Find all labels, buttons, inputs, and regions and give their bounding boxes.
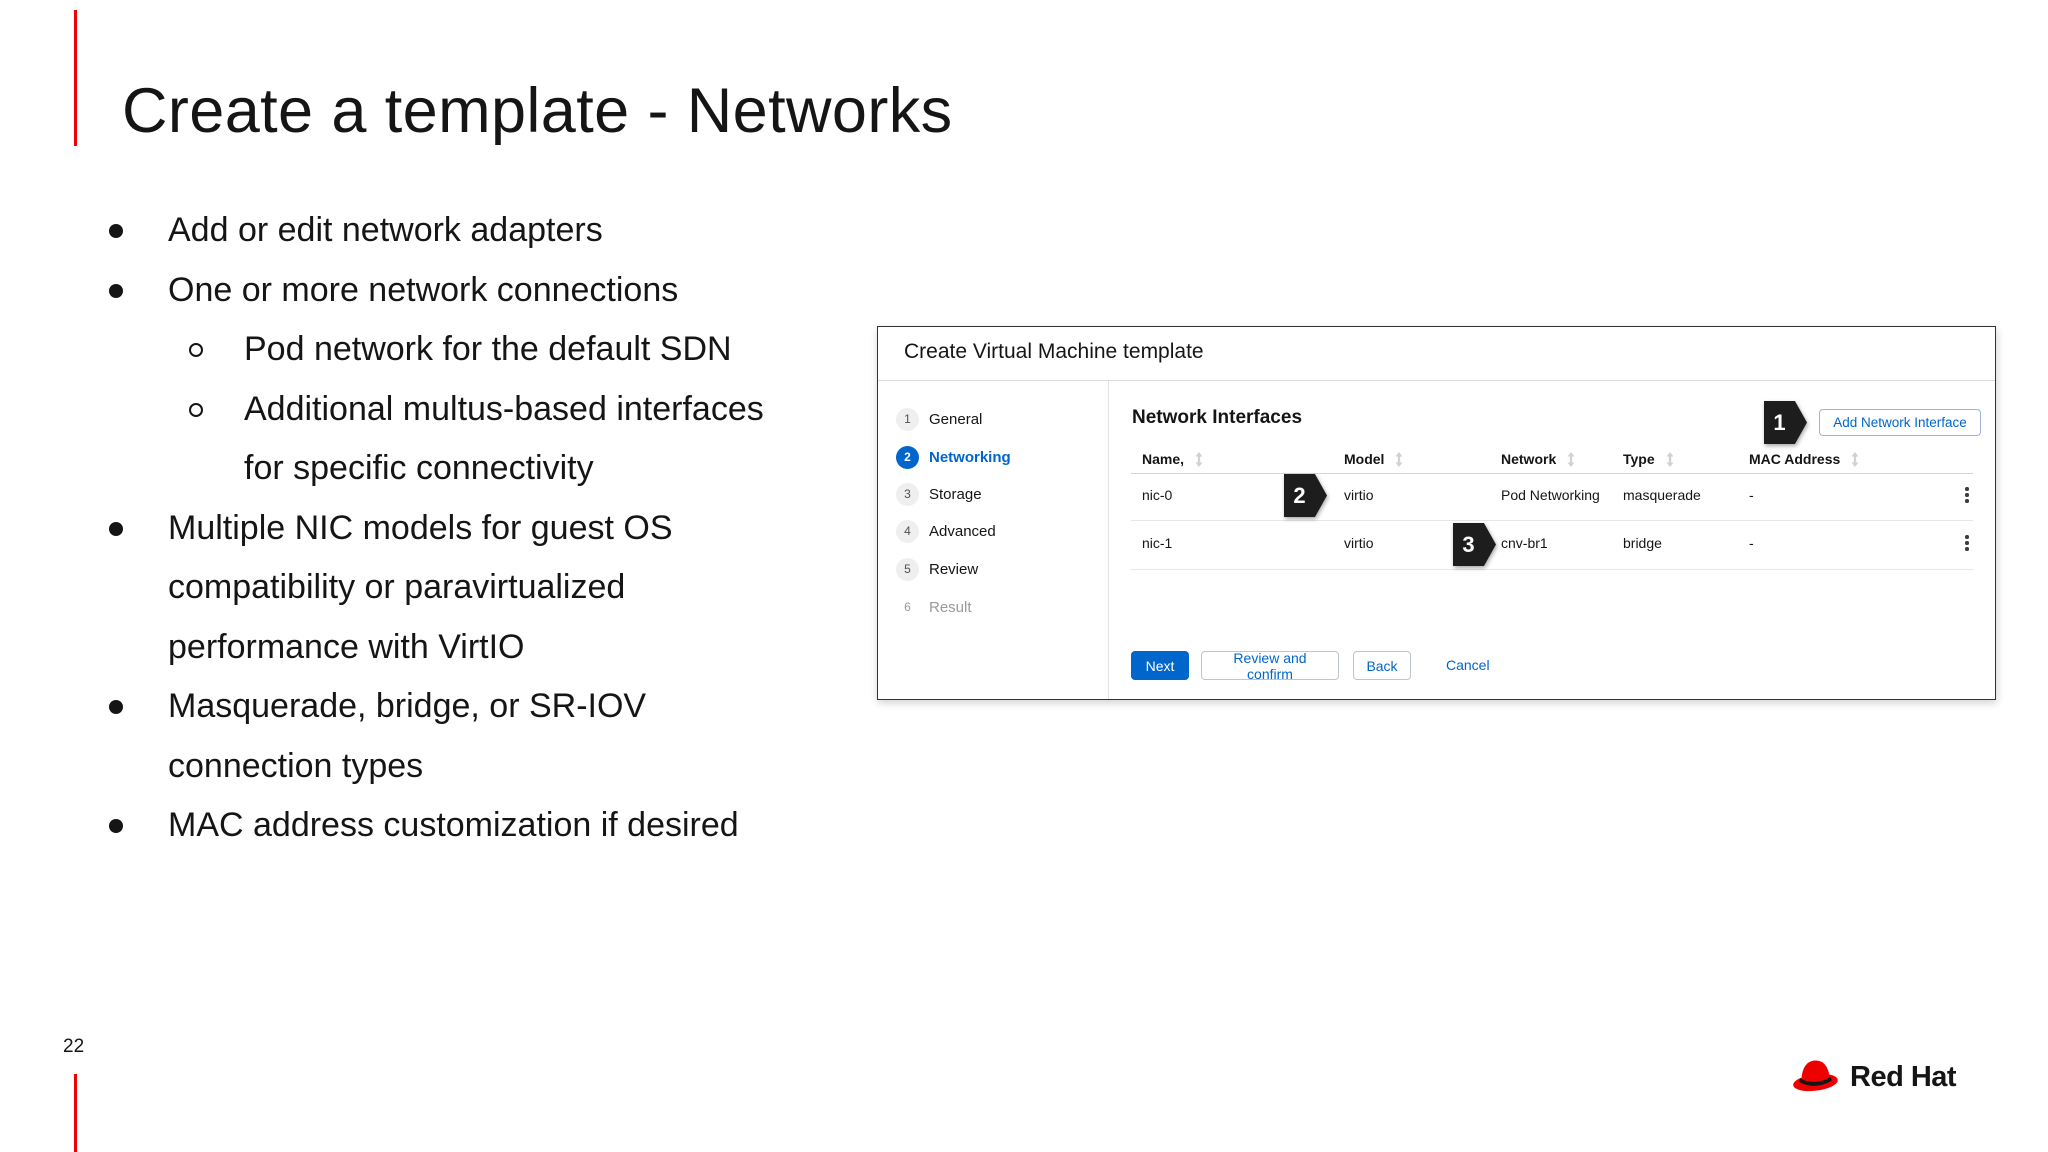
cell-name: nic-0 xyxy=(1142,487,1173,503)
dialog-title: Create Virtual Machine template xyxy=(904,340,1204,363)
step-label: General xyxy=(929,410,983,428)
step-number: 4 xyxy=(896,519,919,543)
callout-badge-2: 2 xyxy=(1284,474,1327,517)
wizard-step-networking[interactable]: 2 Networking xyxy=(896,445,1011,469)
callout-badge-1: 1 xyxy=(1764,401,1807,444)
review-and-confirm-button[interactable]: Review and confirm xyxy=(1201,650,1339,682)
bullet-marker-icon xyxy=(109,700,123,714)
sub-bullet-item: Pod network for the default SDN xyxy=(108,320,908,380)
slide-title: Create a template - Networks xyxy=(122,76,953,147)
column-header-model[interactable]: Model xyxy=(1344,451,1403,467)
cell-network: Pod Networking xyxy=(1501,487,1600,503)
bullet-text: Multiple NIC models for guest OS xyxy=(168,508,673,547)
table-header-divider xyxy=(1131,473,1973,474)
column-label: Name, xyxy=(1142,451,1185,467)
cell-mac: - xyxy=(1749,535,1754,551)
bullet-marker-icon xyxy=(109,283,123,298)
accent-bar-top xyxy=(74,10,77,146)
bullet-text: compatibility or paravirtualized xyxy=(168,568,626,606)
column-label: MAC Address xyxy=(1749,451,1841,467)
step-label: Result xyxy=(929,598,972,616)
bullet-list: Add or edit network adapters One or more… xyxy=(108,201,908,856)
bullet-item: Masquerade, bridge, or SR-IOV connection… xyxy=(108,677,908,796)
wizard-step-general[interactable]: 1 General xyxy=(896,407,982,431)
column-label: Network xyxy=(1501,451,1557,467)
bullet-text: for specific connectivity xyxy=(244,449,594,487)
cell-type: bridge xyxy=(1623,535,1662,551)
logo-wordmark: Red Hat xyxy=(1850,1060,1957,1093)
bullet-item: One or more network connections xyxy=(108,261,908,321)
row-actions-kebab-button[interactable] xyxy=(1958,533,1976,553)
column-header-name[interactable]: Name, xyxy=(1142,451,1203,467)
step-number: 6 xyxy=(904,600,911,614)
bullet-text: Pod network for the default SDN xyxy=(244,330,732,368)
add-network-interface-button[interactable]: Add Network Interface xyxy=(1819,409,1981,436)
sub-bullet-marker-icon xyxy=(189,402,203,417)
bullet-text: connection types xyxy=(168,746,424,785)
back-button[interactable]: Back xyxy=(1353,651,1411,680)
table-row-divider xyxy=(1131,569,1973,570)
bullet-text: One or more network connections xyxy=(168,270,679,309)
bullet-text: Add or edit network adapters xyxy=(168,211,603,249)
column-header-mac-address[interactable]: MAC Address xyxy=(1749,451,1859,467)
bullet-item: Add or edit network adapters xyxy=(108,201,908,261)
bullet-text: performance with VirtIO xyxy=(168,627,525,666)
step-label: Storage xyxy=(929,485,982,503)
cell-model: virtio xyxy=(1344,487,1374,503)
table-row-divider xyxy=(1131,520,1973,521)
sort-icon xyxy=(1851,451,1859,467)
cell-network: cnv-br1 xyxy=(1501,535,1548,551)
bullet-item: MAC address customization if desired xyxy=(108,796,908,856)
bullet-text: Masquerade, bridge, or SR-IOV xyxy=(168,687,647,725)
redhat-logo: Red Hat xyxy=(1792,1052,1957,1102)
cell-model: virtio xyxy=(1344,535,1374,551)
step-number: 5 xyxy=(896,557,919,581)
cell-type: masquerade xyxy=(1623,487,1701,503)
bullet-text: MAC address customization if desired xyxy=(168,806,739,844)
next-button[interactable]: Next xyxy=(1131,651,1189,680)
wizard-step-result: 6 Result xyxy=(896,595,972,619)
sort-icon xyxy=(1195,451,1203,467)
column-header-type[interactable]: Type xyxy=(1623,451,1674,467)
create-vm-template-dialog: Create Virtual Machine template 1 Genera… xyxy=(877,326,1996,700)
bullet-marker-icon xyxy=(109,819,123,833)
page-number: 22 xyxy=(63,1036,85,1057)
step-number: 2 xyxy=(896,445,919,469)
column-label: Model xyxy=(1344,451,1385,467)
sort-icon xyxy=(1666,451,1674,467)
wizard-step-storage[interactable]: 3 Storage xyxy=(896,482,982,506)
bullet-marker-icon xyxy=(109,521,123,536)
step-label: Networking xyxy=(929,448,1011,466)
sub-bullet-marker-icon xyxy=(189,343,203,357)
bullet-text: Additional multus-based interfaces xyxy=(244,389,764,428)
callout-badge-3: 3 xyxy=(1453,523,1496,566)
cell-name: nic-1 xyxy=(1142,535,1173,551)
wizard-step-review[interactable]: 5 Review xyxy=(896,557,978,581)
sub-bullet-item: Additional multus-based interfaces for s… xyxy=(108,380,908,499)
step-number: 1 xyxy=(896,407,919,431)
cancel-link[interactable]: Cancel xyxy=(1446,657,1490,673)
accent-bar-bottom xyxy=(74,1074,77,1152)
step-number: 3 xyxy=(896,482,919,506)
divider xyxy=(878,380,1995,381)
step-label: Advanced xyxy=(929,522,996,540)
cell-mac: - xyxy=(1749,487,1754,503)
bullet-marker-icon xyxy=(109,224,123,238)
sort-icon xyxy=(1567,451,1575,467)
column-header-network[interactable]: Network xyxy=(1501,451,1575,467)
pane-title: Network Interfaces xyxy=(1132,407,1303,428)
wizard-step-advanced[interactable]: 4 Advanced xyxy=(896,519,996,543)
redhat-hat-icon xyxy=(1792,1052,1841,1102)
column-label: Type xyxy=(1623,451,1655,467)
sort-icon xyxy=(1395,451,1403,467)
step-label: Review xyxy=(929,560,979,578)
divider xyxy=(1108,381,1109,699)
row-actions-kebab-button[interactable] xyxy=(1958,485,1976,505)
bullet-item: Multiple NIC models for guest OS compati… xyxy=(108,499,908,678)
